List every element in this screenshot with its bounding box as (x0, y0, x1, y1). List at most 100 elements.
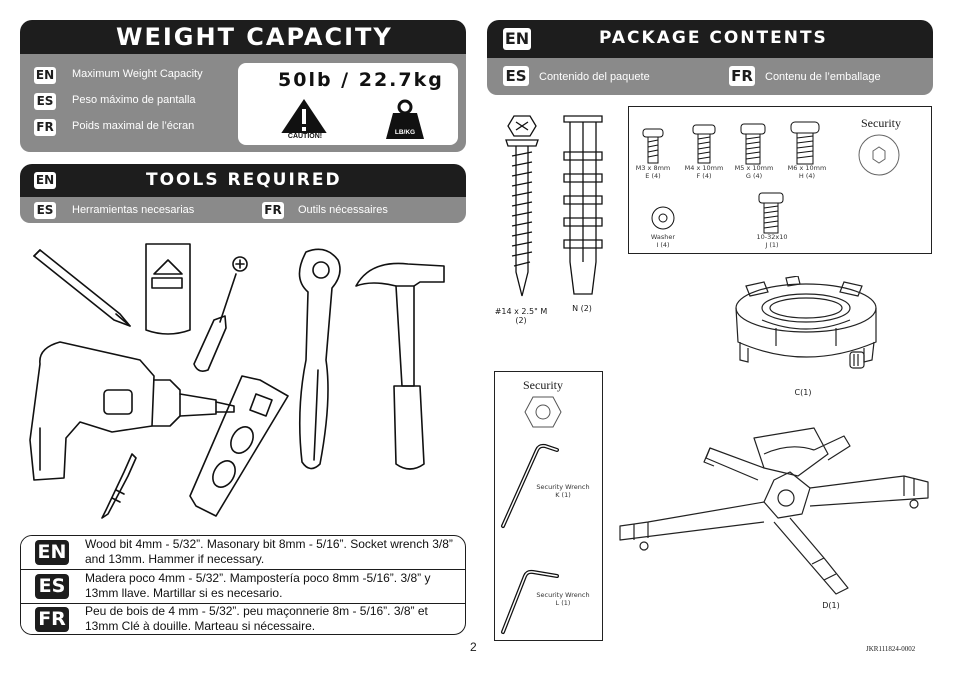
wrench-l-qty: L (1) (555, 598, 571, 607)
weight-es-text: Peso máximo de pantalla (72, 94, 196, 106)
bolt-e-qty: E (4) (645, 171, 661, 180)
bolt-f-icon (692, 124, 716, 164)
washer-qty: I (4) (656, 240, 670, 249)
weight-lang-es: ES Peso máximo de pantalla (34, 92, 196, 110)
tools-lang-es: ES (34, 202, 56, 219)
washer-name: Washer (650, 233, 676, 241)
bolt-e-size: M3 x 8mm (635, 164, 671, 172)
lang-en-badge: EN (34, 67, 56, 84)
tools-es-text: Herramientas necesarias (72, 204, 195, 216)
ring-adapter-icon (735, 276, 877, 369)
anchor-n-icon (563, 115, 603, 295)
ratchet-icon (298, 248, 341, 470)
instructions-row-en: EN Wood bit 4mm - 5/32”. Masonary bit 8m… (21, 536, 465, 570)
security-bit-icon (858, 134, 900, 176)
weight-panel: EN Maximum Weight Capacity ES Peso máxim… (20, 54, 466, 152)
lang-es-badge: ES (34, 93, 56, 110)
bolt-f-qty: F (4) (696, 171, 712, 180)
drill-icon (29, 341, 235, 481)
weight-en-text: Maximum Weight Capacity (72, 68, 203, 80)
lang-fr-badge: FR (34, 119, 56, 136)
instructions-lang-en: EN (35, 540, 69, 565)
tools-lang-fr: FR (262, 202, 284, 219)
drill-bit-icon (101, 453, 137, 519)
page-number: 2 (470, 640, 477, 654)
bolt-e-icon (642, 128, 664, 164)
wrench-l-icon (501, 569, 559, 634)
wrench-k-qty: K (1) (555, 490, 571, 499)
weight-title: WEIGHT CAPACITY (116, 23, 393, 51)
tools-subbar: ES Herramientas necesarias FR Outils néc… (20, 197, 466, 223)
screwdriver-icon (193, 256, 248, 372)
anchor-n-label: N (2) (572, 304, 592, 313)
package-title: PACKAGE CONTENTS (599, 28, 828, 48)
bolt-h-qty: H (4) (798, 171, 816, 180)
instructions-table: EN Wood bit 4mm - 5/32”. Masonary bit 8m… (20, 535, 466, 635)
weight-lang-fr: FR Poids maximal de l’écran (34, 118, 194, 136)
instructions-row-es: ES Madera poco 4mm - 5/32”. Mampostería … (21, 570, 465, 604)
instructions-lang-es: ES (35, 574, 69, 599)
bolt-g-icon (740, 123, 766, 165)
pencil-icon (33, 249, 131, 327)
package-lang-fr: FR (729, 66, 755, 86)
screw-m-icon (505, 115, 539, 297)
weight-unit-badge: LB/KG (394, 129, 416, 136)
document-code: JKR111824-0002 (866, 645, 916, 653)
instructions-text-en: Wood bit 4mm - 5/32”. Masonary bit 8mm -… (85, 537, 453, 566)
weight-value-box: 50lb / 22.7kg CAUTION! LB/KG (238, 63, 458, 145)
bolt-j-icon (758, 192, 784, 234)
wrench-l-name: Security Wrench (536, 591, 590, 599)
package-es-text: Contenido del paquete (539, 71, 650, 83)
weight-value: 50lb / 22.7kg (278, 69, 444, 91)
spirit-level-icon (189, 375, 289, 517)
weight-icon (386, 99, 424, 139)
instructions-lang-fr: FR (35, 607, 69, 632)
bolt-h-size: M6 x 10mm (787, 164, 827, 172)
hardware-security-label: Security (861, 116, 901, 130)
spider-bracket-icon (619, 427, 929, 595)
caution-label: CAUTION! (278, 133, 332, 140)
part-c-label: C(1) (794, 388, 812, 397)
tools-lang-en: EN (34, 172, 56, 189)
washer-icon (651, 206, 675, 230)
weight-fr-text: Poids maximal de l’écran (72, 120, 195, 132)
hammer-icon (355, 262, 445, 470)
instructions-row-fr: FR Peu de bois de 4 mm - 5/32”. peu maço… (21, 604, 465, 634)
wrench-security-label: Security (523, 378, 563, 392)
package-lang-en: EN (503, 28, 531, 50)
instructions-text-es: Madera poco 4mm - 5/32”. Mampostería poc… (85, 571, 431, 600)
package-header: EN PACKAGE CONTENTS (487, 20, 933, 58)
weight-header: WEIGHT CAPACITY (20, 20, 466, 54)
bolt-g-size: M5 x 10mm (734, 164, 774, 172)
tools-illustration (29, 243, 445, 519)
bolt-g-qty: G (4) (745, 171, 763, 180)
part-d-label: D(1) (822, 601, 840, 610)
caution-icon (280, 99, 328, 135)
wrench-k-name: Security Wrench (536, 483, 590, 491)
bolt-j-qty: J (1) (765, 240, 779, 249)
tag-icon (145, 243, 191, 335)
tools-fr-text: Outils nécessaires (298, 204, 388, 216)
package-subbar: ES Contenido del paquete FR Contenu de l… (487, 58, 933, 95)
screw-m-label: #14 x 2.5" M (2) (494, 307, 548, 325)
bolt-j-size: 10-32x10 (756, 233, 788, 241)
wrench-k-icon (501, 443, 559, 528)
tools-header: EN TOOLS REQUIRED (20, 164, 466, 197)
bolt-f-size: M4 x 10mm (684, 164, 724, 172)
tools-title: TOOLS REQUIRED (146, 170, 342, 190)
bolt-h-icon (790, 121, 820, 165)
package-fr-text: Contenu de l’emballage (765, 71, 881, 83)
package-lang-es: ES (503, 66, 529, 86)
weight-lang-en: EN Maximum Weight Capacity (34, 66, 203, 84)
instructions-text-fr: Peu de bois de 4 mm - 5/32”. peu maçonne… (85, 604, 428, 633)
